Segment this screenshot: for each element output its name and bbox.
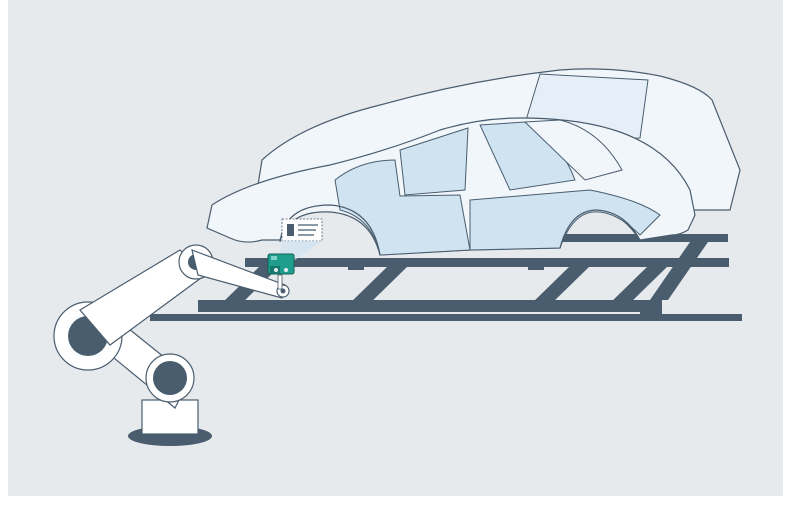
robot-arm (53, 244, 290, 446)
scanner-camera (267, 253, 295, 275)
assembly-rack (150, 234, 742, 321)
car-body (206, 117, 696, 256)
